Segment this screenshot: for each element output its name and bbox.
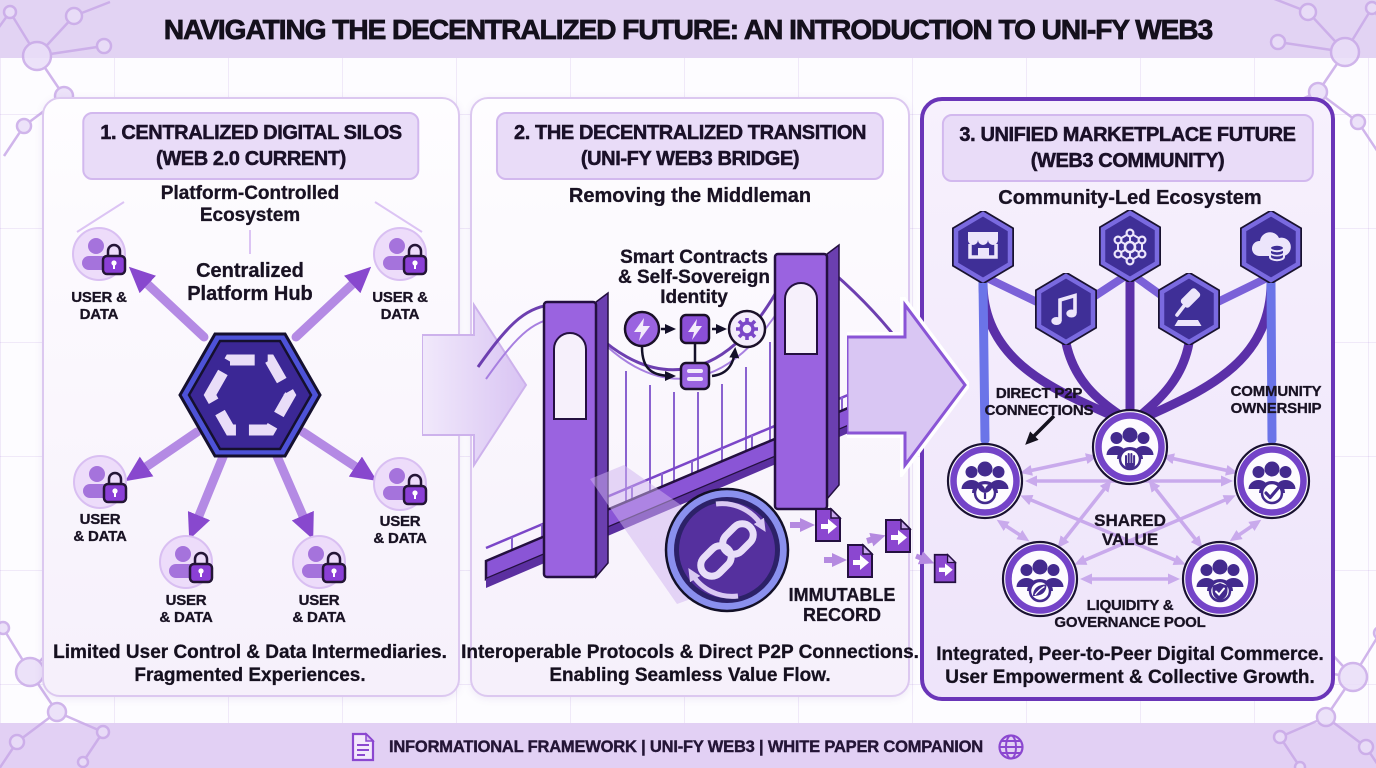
- user-label: & DATA: [373, 530, 427, 547]
- panel-3-heading: 3. UNIFIED MARKETPLACE FUTURE(WEB3 COMMU…: [941, 114, 1314, 182]
- community-node-icon: [1003, 542, 1077, 616]
- panel-1-subtitle: Platform-Controlled: [160, 183, 340, 204]
- p2p-pointer-arrow: [1025, 414, 1056, 445]
- immutable-record-label: RECORD: [802, 605, 882, 625]
- panel-3-subtitle: Community-Led Ecosystem: [998, 187, 1262, 209]
- centralized-hub-diagram: [71, 201, 428, 590]
- hub-hexagon-icon: [178, 332, 322, 458]
- community-node-icon: [1183, 542, 1257, 616]
- user-data-icon: [372, 456, 428, 512]
- panel-2-heading: 2. THE DECENTRALIZED TRANSITION(UNI-FY W…: [495, 112, 885, 180]
- chain-link-icon: [664, 487, 790, 613]
- panel-1-subtitle: Ecosystem: [199, 205, 301, 226]
- cloud-storage-hexagon-icon: [1244, 214, 1298, 280]
- footer-band: [0, 723, 1376, 768]
- smart-contracts-label: & Self-Sovereign: [617, 267, 771, 288]
- record-documents: [790, 508, 911, 578]
- smart-contracts-label: Smart Contracts: [620, 247, 768, 268]
- liquidity-pool-label: GOVERNANCE POOL: [1054, 614, 1206, 631]
- gear-icon: [727, 309, 767, 349]
- user-label: DATA: [79, 306, 119, 323]
- document-icon: [933, 553, 957, 584]
- panel-1-caption: Fragmented Experiences.: [134, 665, 366, 686]
- hub-label: Centralized: [196, 260, 304, 282]
- panel-2-caption: Interoperable Protocols & Direct P2P Con…: [461, 642, 919, 663]
- user-data-icon: [158, 534, 214, 590]
- smart-contracts-label: Identity: [660, 287, 728, 308]
- panel-1-heading: 1. CENTRALIZED DIGITAL SILOS(WEB 2.0 CUR…: [82, 112, 420, 180]
- bridge-diagram: [476, 243, 911, 613]
- record-arrow: [915, 551, 935, 565]
- footer: INFORMATIONAL FRAMEWORK | UNI-FY WEB3 | …: [0, 727, 1376, 767]
- direct-p2p-label: DIRECT P2P: [995, 385, 1083, 402]
- user-label: DATA: [380, 306, 420, 323]
- user-label: USER: [165, 592, 207, 609]
- community-network-diagram: [915, 101, 1337, 697]
- transition-arrow-1: [422, 301, 528, 469]
- shared-value-label: SHARED: [1094, 511, 1166, 530]
- panel-decentralized-transition: 2. THE DECENTRALIZED TRANSITION(UNI-FY W…: [422, 97, 919, 697]
- immutable-record-label: IMMUTABLE: [788, 585, 896, 605]
- transition-arrow-2: [847, 297, 969, 477]
- governance-hexagon-icon: [1162, 276, 1216, 342]
- panel-1-caption: Limited User Control & Data Intermediari…: [53, 642, 447, 663]
- panel-2-caption: Enabling Seamless Value Flow.: [549, 665, 831, 686]
- footer-text: INFORMATIONAL FRAMEWORK | UNI-FY WEB3 | …: [388, 737, 984, 756]
- marketplace-hexagon-icon: [956, 214, 1010, 280]
- user-label: USER: [379, 513, 421, 530]
- panel-2-subtitle: Removing the Middleman: [568, 185, 812, 207]
- panel-3-caption: User Empowerment & Collective Growth.: [945, 667, 1315, 688]
- panel-centralized-silos: 1. CENTRALIZED DIGITAL SILOS(WEB 2.0 CUR…: [42, 97, 460, 697]
- community-node-icon: [948, 444, 1022, 518]
- user-label: USER: [298, 592, 340, 609]
- network-hexagon-icon: [1103, 213, 1157, 279]
- panel-unified-marketplace: 3. UNIFIED MARKETPLACE FUTURE(WEB3 COMMU…: [847, 97, 1337, 701]
- globe-icon: [998, 734, 1024, 760]
- hex-mesh-lines: [979, 269, 1275, 320]
- user-label: USER: [79, 511, 121, 528]
- user-label: USER &: [71, 289, 127, 306]
- user-label: & DATA: [73, 528, 127, 545]
- user-label: USER &: [372, 289, 428, 306]
- user-data-icon: [72, 454, 128, 510]
- document-icon: [847, 544, 873, 578]
- document-outline-icon: [351, 732, 375, 762]
- community-ownership-label: COMMUNITY: [1230, 383, 1322, 400]
- media-hexagon-icon: [1039, 276, 1093, 342]
- user-data-icon: [291, 534, 347, 590]
- shared-value-label: VALUE: [1101, 530, 1159, 549]
- radiating-arrows: [125, 266, 378, 540]
- user-label: & DATA: [159, 609, 213, 626]
- community-node-icon: [1235, 444, 1309, 518]
- user-label: & DATA: [292, 609, 346, 626]
- header-band: [0, 0, 1376, 58]
- liquidity-pool-label: LIQUIDITY &: [1086, 597, 1174, 614]
- guide-lines: [76, 201, 423, 254]
- document-icon: [885, 519, 911, 553]
- direct-p2p-label: CONNECTIONS: [984, 402, 1094, 419]
- document-icon: [815, 508, 841, 542]
- p2p-mesh-arrows: [996, 453, 1262, 585]
- user-data-icon: [372, 226, 428, 282]
- smart-contract-flow: [623, 309, 767, 391]
- bridge-illustration: [476, 243, 908, 588]
- ledger-icon: [679, 361, 711, 391]
- side-connectors: [978, 278, 1277, 445]
- community-node-icon: [1093, 410, 1167, 484]
- panel-3-caption: Integrated, Peer-to-Peer Digital Commerc…: [936, 644, 1324, 665]
- page-title: NAVIGATING THE DECENTRALIZED FUTURE: AN …: [163, 14, 1213, 46]
- community-ownership-label: OWNERSHIP: [1230, 400, 1322, 417]
- hub-label: Platform Hub: [187, 283, 313, 305]
- user-data-icon: [71, 226, 127, 282]
